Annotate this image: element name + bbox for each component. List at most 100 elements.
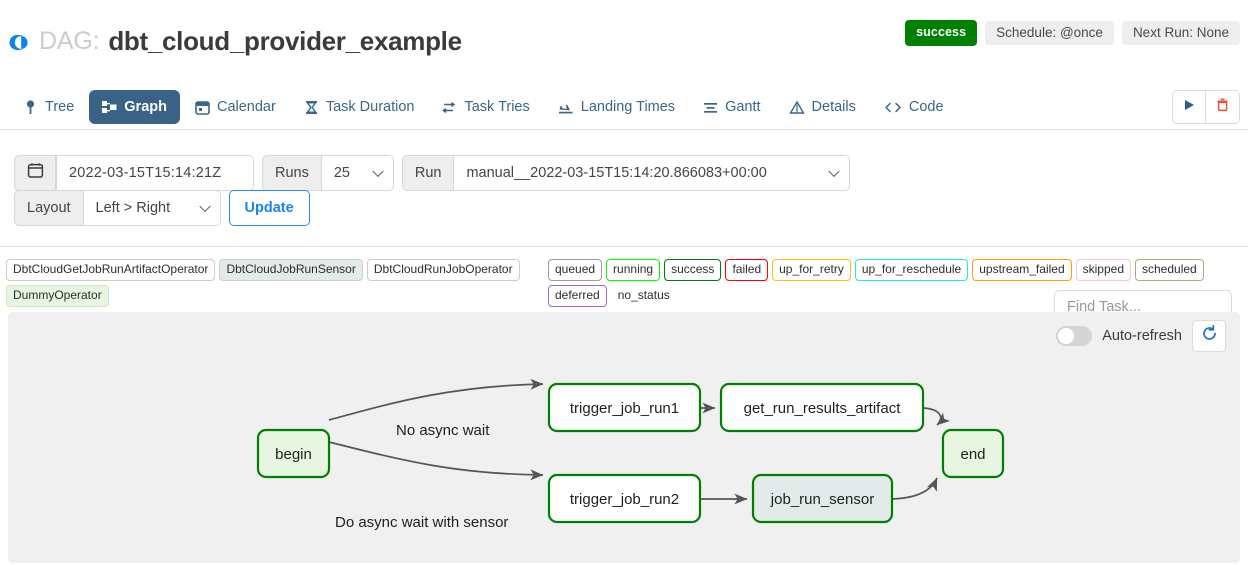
status-legend-skipped[interactable]: skipped xyxy=(1075,259,1131,281)
trash-icon xyxy=(1215,97,1230,117)
tab-label: Tree xyxy=(45,99,75,115)
page-header: DAG: dbt_cloud_provider_example success … xyxy=(0,0,1248,72)
node-label: trigger_job_run1 xyxy=(570,400,679,417)
delete-dag-button[interactable] xyxy=(1206,90,1240,124)
tab-gantt[interactable]: Gantt xyxy=(690,90,773,124)
refresh-button[interactable] xyxy=(1192,320,1226,352)
refresh-icon xyxy=(1201,324,1218,347)
status-legend-deferred[interactable]: deferred xyxy=(548,285,607,307)
operator-legend-item[interactable]: DbtCloudJobRunSensor xyxy=(219,259,363,281)
tree-icon xyxy=(23,99,38,115)
graph-panel: Auto-refresh xyxy=(8,312,1240,563)
node-label: end xyxy=(960,446,985,463)
status-legend-failed[interactable]: failed xyxy=(725,259,769,281)
tab-label: Graph xyxy=(124,99,167,115)
tab-label: Landing Times xyxy=(580,99,676,115)
dag-prefix-label: DAG: xyxy=(39,27,100,55)
status-legend-up-for-retry[interactable]: up_for_retry xyxy=(772,259,851,281)
graph-nodes: begin trigger_job_run1 get_run_results_a… xyxy=(256,382,1005,524)
schedule-badge: Schedule: @once xyxy=(985,20,1114,45)
operator-legend-item[interactable]: DbtCloudRunJobOperator xyxy=(366,259,520,281)
auto-refresh-label: Auto-refresh xyxy=(1102,328,1182,344)
auto-refresh-row: Auto-refresh xyxy=(1056,320,1226,352)
graph-edge-labels: No async wait Do async wait with sensor xyxy=(335,422,508,531)
graph-edges xyxy=(328,378,951,505)
controls-row-secondary: Layout Left > Right Update xyxy=(14,190,310,226)
view-tabs-bar: Tree Graph xyxy=(0,84,1248,130)
hourglass-icon xyxy=(304,100,319,115)
graph-icon xyxy=(102,100,117,115)
edge-begin-to-trigger1 xyxy=(328,378,544,421)
calendar-picker-button[interactable] xyxy=(14,155,56,191)
node-label: get_run_results_artifact xyxy=(744,400,902,417)
status-legend-no-status[interactable]: no_status xyxy=(617,288,670,302)
header-badges: success Schedule: @once Next Run: None xyxy=(905,20,1240,46)
base-date-input[interactable]: 2022-03-15T15:14:21Z xyxy=(56,155,254,191)
edge-label: No async wait xyxy=(396,422,490,439)
next-run-badge: Next Run: None xyxy=(1121,20,1240,45)
edge-begin-to-trigger2 xyxy=(328,441,544,481)
toggle-knob xyxy=(1058,328,1075,344)
run-label: Run xyxy=(401,155,455,191)
tab-graph[interactable]: Graph xyxy=(89,90,180,124)
operator-legend-item[interactable]: DbtCloudGetJobRunArtifactOperator xyxy=(6,259,216,281)
tab-label: Code xyxy=(908,99,944,115)
toggle-on-icon[interactable] xyxy=(8,34,30,50)
tab-task-duration[interactable]: Task Duration xyxy=(291,90,428,124)
layout-label: Layout xyxy=(14,190,84,226)
trigger-dag-button[interactable] xyxy=(1172,90,1206,124)
tab-task-tries[interactable]: Task Tries xyxy=(429,90,542,124)
page-title: dbt_cloud_provider_example xyxy=(108,26,462,56)
layout-group: Layout Left > Right xyxy=(14,190,221,226)
graph-node-job-run-sensor[interactable]: job_run_sensor xyxy=(751,473,894,524)
play-icon xyxy=(1182,98,1196,117)
controls-row-primary: 2022-03-15T15:14:21Z Runs 25 Run manual_… xyxy=(14,155,851,191)
edge-sensor-to-end xyxy=(891,477,938,500)
dag-actions xyxy=(1172,90,1240,124)
tab-tree[interactable]: Tree xyxy=(10,90,87,124)
tab-code[interactable]: Code xyxy=(871,90,957,124)
status-legend-scheduled[interactable]: scheduled xyxy=(1135,259,1204,281)
status-legend-running[interactable]: running xyxy=(606,259,661,281)
update-button[interactable]: Update xyxy=(228,190,310,226)
tab-label: Gantt xyxy=(725,99,761,115)
tab-label: Calendar xyxy=(216,99,276,115)
status-legend-up-for-reschedule[interactable]: up_for_reschedule xyxy=(854,259,969,281)
view-tabs: Tree Graph xyxy=(10,84,957,130)
warning-triangle-icon xyxy=(788,100,805,115)
graph-node-get-run-results-artifact[interactable]: get_run_results_artifact xyxy=(719,382,925,433)
tab-label: Task Tries xyxy=(464,99,530,115)
graph-node-begin[interactable]: begin xyxy=(256,428,331,479)
dag-run-select[interactable]: manual__2022-03-15T15:14:20.866083+00:00 xyxy=(454,155,851,191)
tab-label: Details xyxy=(811,99,856,115)
tab-label: Task Duration xyxy=(325,99,415,115)
retry-icon xyxy=(442,100,457,115)
tab-calendar[interactable]: Calendar xyxy=(182,90,289,124)
calendar-icon xyxy=(27,162,44,184)
tab-details[interactable]: Details xyxy=(776,90,869,124)
node-label: trigger_job_run2 xyxy=(570,491,679,508)
status-legend-queued[interactable]: queued xyxy=(548,259,603,281)
num-runs-group: Runs 25 xyxy=(262,155,394,191)
graph-node-trigger-job-run1[interactable]: trigger_job_run1 xyxy=(547,382,702,433)
status-badge: success xyxy=(905,20,978,46)
calendar-icon xyxy=(195,100,210,115)
status-legend-success[interactable]: success xyxy=(664,259,722,281)
operator-legend-item[interactable]: DummyOperator xyxy=(6,285,109,307)
graph-node-end[interactable]: end xyxy=(941,428,1005,479)
base-date-group: 2022-03-15T15:14:21Z xyxy=(14,155,254,191)
dag-title-row: DAG: dbt_cloud_provider_example xyxy=(8,26,462,57)
layout-select[interactable]: Left > Right xyxy=(83,190,221,226)
auto-refresh-toggle[interactable] xyxy=(1056,326,1093,346)
graph-node-trigger-job-run2[interactable]: trigger_job_run2 xyxy=(547,473,702,524)
tab-landing-times[interactable]: Landing Times xyxy=(545,90,688,124)
edge-artifact-to-end xyxy=(922,407,951,426)
num-runs-select[interactable]: 25 xyxy=(321,155,394,191)
status-legend-upstream-failed[interactable]: upstream_failed xyxy=(972,259,1072,281)
gantt-icon xyxy=(703,100,718,115)
dag-graph-canvas[interactable]: No async wait Do async wait with sensor … xyxy=(8,312,1240,563)
